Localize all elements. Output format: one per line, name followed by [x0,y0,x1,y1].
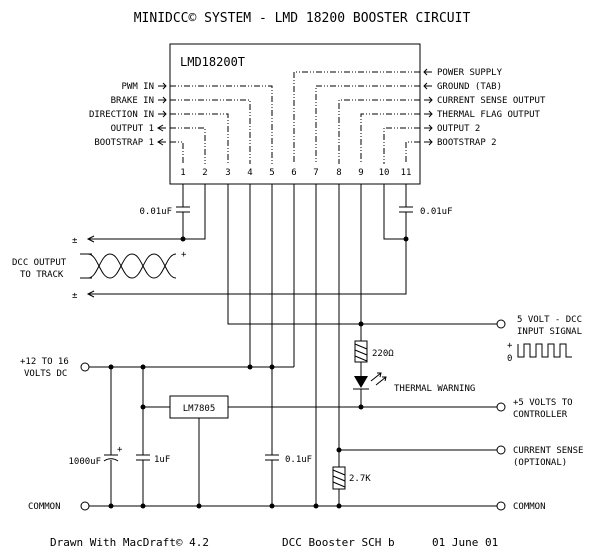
pin-number-3: 3 [225,168,230,178]
label-current-sense-line1: CURRENT SENSE [513,446,583,456]
label-signal-low: 0 [507,354,512,364]
label-cap-bootstrap-2: 0.01uF [420,207,453,217]
pin-number-4: 4 [247,168,252,178]
pin-number-6: 6 [291,168,296,178]
label-supply-line1: +12 TO 16 [20,357,69,367]
label-input-signal-line1: 5 VOLT - DCC [517,315,582,325]
capacitor-0-1uf [196,367,279,509]
capacitor-1uf [136,407,150,509]
label-brake-in: BRAKE IN [111,96,154,106]
footer-doc-name: DCC Booster SCH b [282,536,395,549]
label-cap-polarity: + [117,445,123,455]
label-current-sense-line2: (OPTIONAL) [513,458,567,468]
ic-name: LMD18200T [180,55,245,69]
label-ground-tab: GROUND (TAB) [437,82,502,92]
left-pin-arrows [157,82,167,146]
label-input-signal-line2: INPUT SIGNAL [517,327,582,337]
capacitor-1000uf [103,367,119,509]
label-cap-1000uf: 1000uF [68,457,101,467]
right-pin-labels: POWER SUPPLY GROUND (TAB) CURRENT SENSE … [437,68,546,148]
pin-number-8: 8 [336,168,341,178]
label-pwm-in: PWM IN [121,82,154,92]
label-controller-line1: +5 VOLTS TO [513,398,573,408]
bootstrap-capacitor-2 [383,184,413,242]
label-output-2: OUTPUT 2 [437,124,480,134]
label-cap-0-1uf: 0.1uF [285,455,312,465]
symbol-plus-minus-top: ± [72,236,78,246]
right-pin-arrows [423,68,433,146]
label-thermal-flag-output: THERMAL FLAG OUTPUT [437,110,541,120]
label-common-left: COMMON [28,502,61,512]
pin-number-1: 1 [180,168,185,178]
label-power-supply: POWER SUPPLY [437,68,503,78]
pin-number-5: 5 [269,168,274,178]
label-cap-1uf: 1uF [154,455,170,465]
internal-pin-routing [170,71,420,164]
symbol-plus-minus-bottom: ± [72,291,78,301]
footer-drawn-with: Drawn With MacDraft© 4.2 [50,536,209,549]
pin-numbers: 1 2 3 4 5 6 7 8 9 10 11 [180,168,411,178]
label-to-track: TO TRACK [20,270,64,280]
label-common-right: COMMON [513,502,546,512]
schematic-title: MINIDCC© SYSTEM - LMD 18200 BOOSTER CIRC… [134,11,471,26]
label-dcc-output: DCC OUTPUT [12,258,67,268]
label-output-1: OUTPUT 1 [111,124,154,134]
bootstrap-capacitor-1 [176,184,206,242]
label-signal-high: + [507,341,513,351]
label-resistor-2-7k: 2.7K [349,474,371,484]
dcc-input-wiring [227,184,572,358]
label-supply-line2: VOLTS DC [24,369,67,379]
supply-rail [80,184,295,372]
symbol-track-plus: + [181,250,187,260]
label-controller-line2: CONTROLLER [513,410,568,420]
pin-number-9: 9 [358,168,363,178]
pin-number-10: 10 [379,168,390,178]
current-sense-circuit [332,184,506,509]
label-current-sense-output: CURRENT SENSE OUTPUT [437,96,546,106]
common-rail [80,184,506,511]
label-thermal-warning: THERMAL WARNING [394,384,475,394]
label-regulator: LM7805 [183,404,216,414]
footer-date: 01 June 01 [432,536,498,549]
thermal-warning-circuit [353,184,387,410]
pin-number-7: 7 [313,168,318,178]
label-cap-bootstrap-1: 0.01uF [139,207,172,217]
pin-number-11: 11 [401,168,412,178]
track-output-wiring [80,235,407,298]
label-bootstrap-1: BOOTSTRAP 1 [94,138,154,148]
label-direction-in: DIRECTION IN [89,110,154,120]
pin-number-2: 2 [202,168,207,178]
label-resistor-220: 220Ω [372,349,394,359]
label-bootstrap-2: BOOTSTRAP 2 [437,138,497,148]
left-pin-labels: PWM IN BRAKE IN DIRECTION IN OUTPUT 1 BO… [89,82,154,148]
